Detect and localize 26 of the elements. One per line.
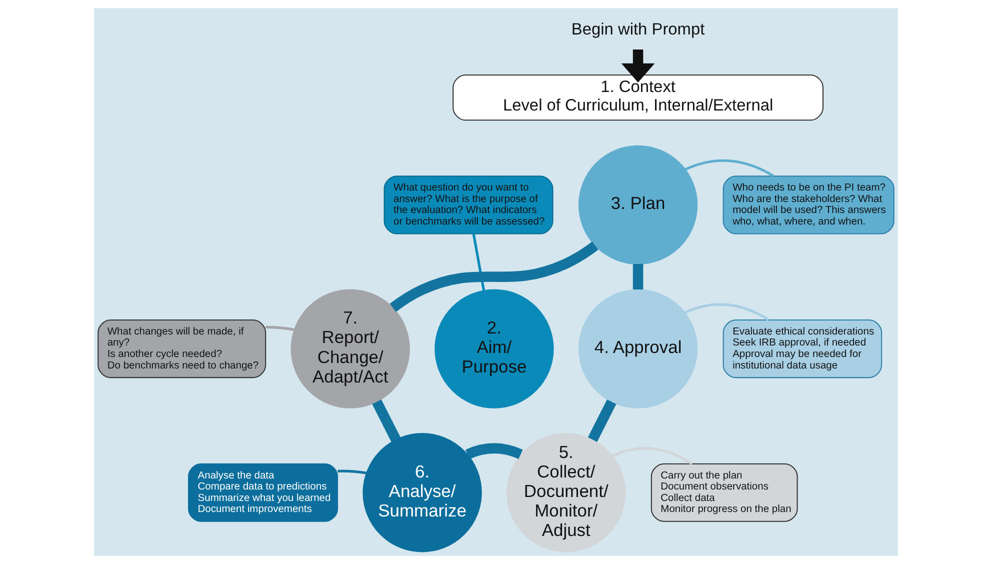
connector [632,264,644,290]
node-circle: 4. Approval [578,289,698,408]
connector [266,326,294,331]
connector [466,443,523,460]
connector [612,447,693,465]
node-text: Begin with Prompt [571,20,705,39]
node-box: Carry out the plan Document observations Collect data Monitor progress on the plan [650,463,798,522]
node-circle: 5. Collect/ Document/ Monitor/ Adjust [506,433,626,552]
node-circle: 3. Plan [578,145,698,265]
connector [372,399,400,442]
node-circle: 6. Analyse/ Summarize [362,433,482,552]
node-box: Evaluate ethical considerations Seek IRB approval, if needed Approval may be needed for institutional data usage [722,320,882,378]
connector [472,234,486,291]
node-circle: 2. Aim/ Purpose [434,289,554,408]
node-box: What changes will be made, if any? Is another cycle needed? Do benchmarks need to change? [98,320,266,378]
node-box: What question do you want to answer? What is the purpose of the evaluation? What indicators or benchmarks will be assessed? [384,176,554,234]
connector [684,303,770,321]
arrow [621,50,655,83]
connector [390,242,598,312]
connector [338,470,367,474]
connector [588,399,616,442]
node-box: Analyse the data Compare data to predictions Summarize what you learned Document improvements [188,463,338,522]
node-box: Who needs to be on the PI team? Who are the stakeholders? What model will be used? This answers who, what, where, and when. [722,176,894,234]
node-box: 1. Context Level of Curriculum, Internal/External [452,74,824,121]
connector [684,159,774,178]
node-circle: 7. Report/ Change/ Adapt/Act [290,289,410,408]
